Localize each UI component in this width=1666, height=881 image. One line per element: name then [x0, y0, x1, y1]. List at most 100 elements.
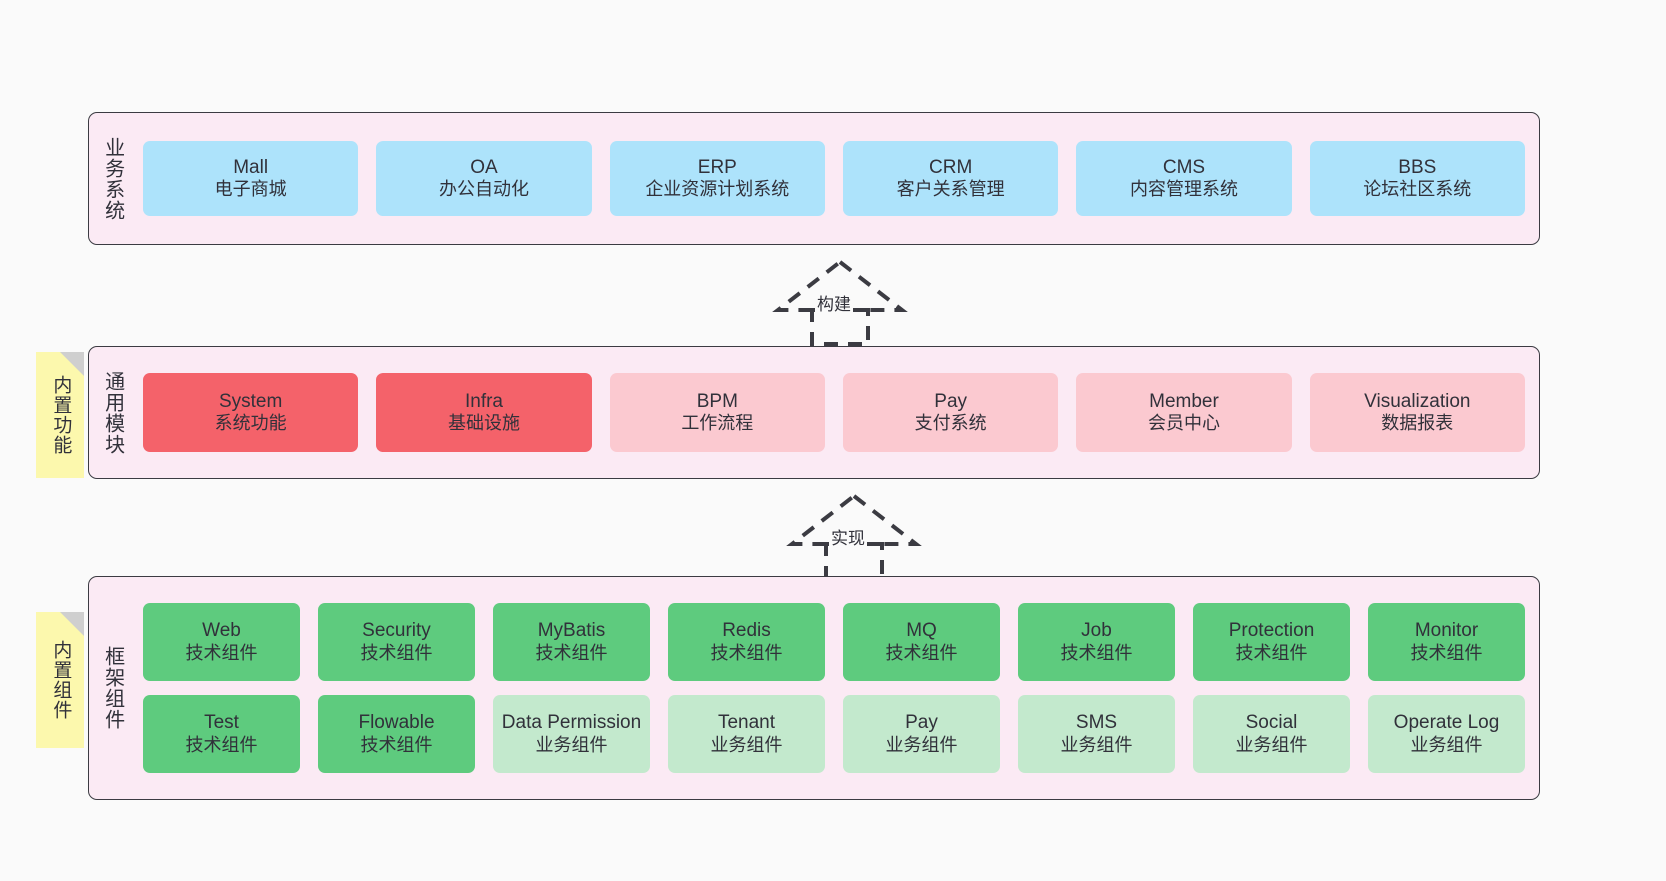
node-title-cn: 技术组件	[185, 734, 258, 755]
arrowhead-triangle-icon	[772, 259, 908, 312]
connector-implement: 实现	[764, 492, 944, 580]
node-member[interactable]: Member 会员中心	[1076, 373, 1292, 452]
node-protection[interactable]: Protection 技术组件	[1193, 603, 1350, 681]
sticky-note-label: 内置功能	[50, 375, 72, 455]
node-erp[interactable]: ERP 企业资源计划系统	[609, 141, 825, 216]
node-title-cn: 技术组件	[1235, 642, 1308, 663]
sticky-note-label: 内置组件	[50, 640, 72, 720]
common-node-row: System 系统功能 Infra 基础设施 BPM 工作流程 Pay 支付系统…	[143, 373, 1525, 452]
node-redis[interactable]: Redis 技术组件	[668, 603, 825, 681]
node-title-cn: 办公自动化	[438, 179, 529, 200]
node-title-en: BPM	[696, 390, 738, 412]
node-title-cn: 系统功能	[214, 413, 287, 434]
node-mq[interactable]: MQ 技术组件	[843, 603, 1000, 681]
connector-label-build: 构建	[815, 295, 853, 314]
node-bbs[interactable]: BBS 论坛社区系统	[1309, 141, 1525, 216]
node-title-cn: 技术组件	[1410, 642, 1483, 663]
node-oa[interactable]: OA 办公自动化	[376, 141, 592, 216]
node-title-en: Tenant	[717, 712, 776, 734]
layer-business-systems: 业务系统 Mall 电子商城 OA 办公自动化 ERP 企业资源计划系统 CRM…	[88, 112, 1540, 245]
node-web[interactable]: Web 技术组件	[143, 603, 300, 681]
node-title-en: System	[218, 390, 283, 412]
node-visualization[interactable]: Visualization 数据报表	[1309, 373, 1525, 452]
node-title-en: Flowable	[358, 712, 435, 734]
node-title-cn: 业务组件	[1060, 734, 1133, 755]
node-title-en: Redis	[722, 620, 771, 642]
node-title-cn: 企业资源计划系统	[645, 179, 790, 200]
layer-common-modules: 通用模块 System 系统功能 Infra 基础设施 BPM 工作流程 Pay…	[88, 346, 1540, 479]
node-crm[interactable]: CRM 客户关系管理	[842, 141, 1059, 216]
node-data-permission[interactable]: Data Permission 业务组件	[493, 695, 650, 773]
node-title-en: Monitor	[1414, 620, 1479, 642]
arrow-stem-icon	[810, 308, 870, 346]
node-title-en: MQ	[906, 620, 937, 642]
node-title-en: SMS	[1075, 712, 1118, 734]
node-title-cn: 电子商城	[214, 179, 287, 200]
node-operate-log[interactable]: Operate Log 业务组件	[1368, 695, 1525, 773]
node-title-en: Test	[204, 712, 239, 734]
node-title-cn: 业务组件	[885, 734, 958, 755]
node-flowable[interactable]: Flowable 技术组件	[318, 695, 475, 773]
node-title-cn: 会员中心	[1147, 413, 1220, 434]
layer-body-common: System 系统功能 Infra 基础设施 BPM 工作流程 Pay 支付系统…	[135, 347, 1539, 478]
node-title-en: ERP	[697, 156, 737, 178]
framework-node-row-technical: Web 技术组件 Security 技术组件 MyBatis 技术组件 Redi…	[143, 603, 1525, 681]
layer-body-business: Mall 电子商城 OA 办公自动化 ERP 企业资源计划系统 CRM 客户关系…	[135, 113, 1539, 244]
node-title-en: Web	[202, 620, 241, 642]
sticky-note-builtin-features: 内置功能	[36, 352, 84, 478]
node-monitor[interactable]: Monitor 技术组件	[1368, 603, 1525, 681]
node-title-en: Data Permission	[501, 712, 642, 734]
node-sms[interactable]: SMS 业务组件	[1018, 695, 1175, 773]
node-title-cn: 业务组件	[710, 734, 783, 755]
node-title-en: CMS	[1162, 156, 1206, 178]
node-mall[interactable]: Mall 电子商城	[143, 141, 359, 216]
arrow-stem-icon	[824, 542, 884, 580]
node-social[interactable]: Social 业务组件	[1193, 695, 1350, 773]
node-title-en: Social	[1245, 712, 1298, 734]
node-title-cn: 业务组件	[535, 734, 608, 755]
connector-label-implement: 实现	[829, 529, 867, 548]
node-title-cn: 内容管理系统	[1129, 179, 1238, 200]
node-cms[interactable]: CMS 内容管理系统	[1076, 141, 1292, 216]
node-title-cn: 支付系统	[914, 413, 987, 434]
framework-node-row-business: Test 技术组件 Flowable 技术组件 Data Permission …	[143, 695, 1525, 773]
node-pay[interactable]: Pay 支付系统	[842, 373, 1059, 452]
arrowhead-triangle-icon	[786, 493, 922, 546]
node-title-cn: 技术组件	[710, 642, 783, 663]
node-title-cn: 业务组件	[1410, 734, 1483, 755]
node-mybatis[interactable]: MyBatis 技术组件	[493, 603, 650, 681]
node-title-cn: 技术组件	[185, 642, 258, 663]
node-title-cn: 技术组件	[1060, 642, 1133, 663]
node-title-en: OA	[470, 156, 498, 178]
node-tenant[interactable]: Tenant 业务组件	[668, 695, 825, 773]
node-title-en: Protection	[1228, 620, 1315, 642]
layer-framework-components: 框架组件 Web 技术组件 Security 技术组件 MyBatis 技术组件…	[88, 576, 1540, 800]
node-title-en: CRM	[929, 156, 973, 178]
node-security[interactable]: Security 技术组件	[318, 603, 475, 681]
node-title-cn: 基础设施	[447, 413, 520, 434]
node-system[interactable]: System 系统功能	[143, 373, 359, 452]
node-test[interactable]: Test 技术组件	[143, 695, 300, 773]
node-job[interactable]: Job 技术组件	[1018, 603, 1175, 681]
node-title-cn: 数据报表	[1381, 413, 1454, 434]
node-title-en: Security	[362, 620, 431, 642]
node-title-en: Pay	[934, 390, 968, 412]
node-title-en: MyBatis	[537, 620, 606, 642]
node-title-cn: 客户关系管理	[896, 179, 1005, 200]
layer-title-common: 通用模块	[101, 370, 124, 455]
node-title-cn: 技术组件	[360, 734, 433, 755]
node-title-en: Mall	[233, 156, 269, 178]
node-title-en: Infra	[464, 390, 503, 412]
node-pay-component[interactable]: Pay 业务组件	[843, 695, 1000, 773]
node-title-cn: 工作流程	[681, 413, 754, 434]
business-node-row: Mall 电子商城 OA 办公自动化 ERP 企业资源计划系统 CRM 客户关系…	[143, 141, 1525, 216]
node-bpm[interactable]: BPM 工作流程	[609, 373, 825, 452]
node-title-en: Visualization	[1364, 390, 1471, 412]
node-title-en: Operate Log	[1393, 712, 1500, 734]
node-title-cn: 技术组件	[535, 642, 608, 663]
node-infra[interactable]: Infra 基础设施	[376, 373, 592, 452]
node-title-cn: 业务组件	[1235, 734, 1308, 755]
layer-body-framework: Web 技术组件 Security 技术组件 MyBatis 技术组件 Redi…	[135, 577, 1539, 799]
layer-title-business: 业务系统	[101, 136, 124, 221]
